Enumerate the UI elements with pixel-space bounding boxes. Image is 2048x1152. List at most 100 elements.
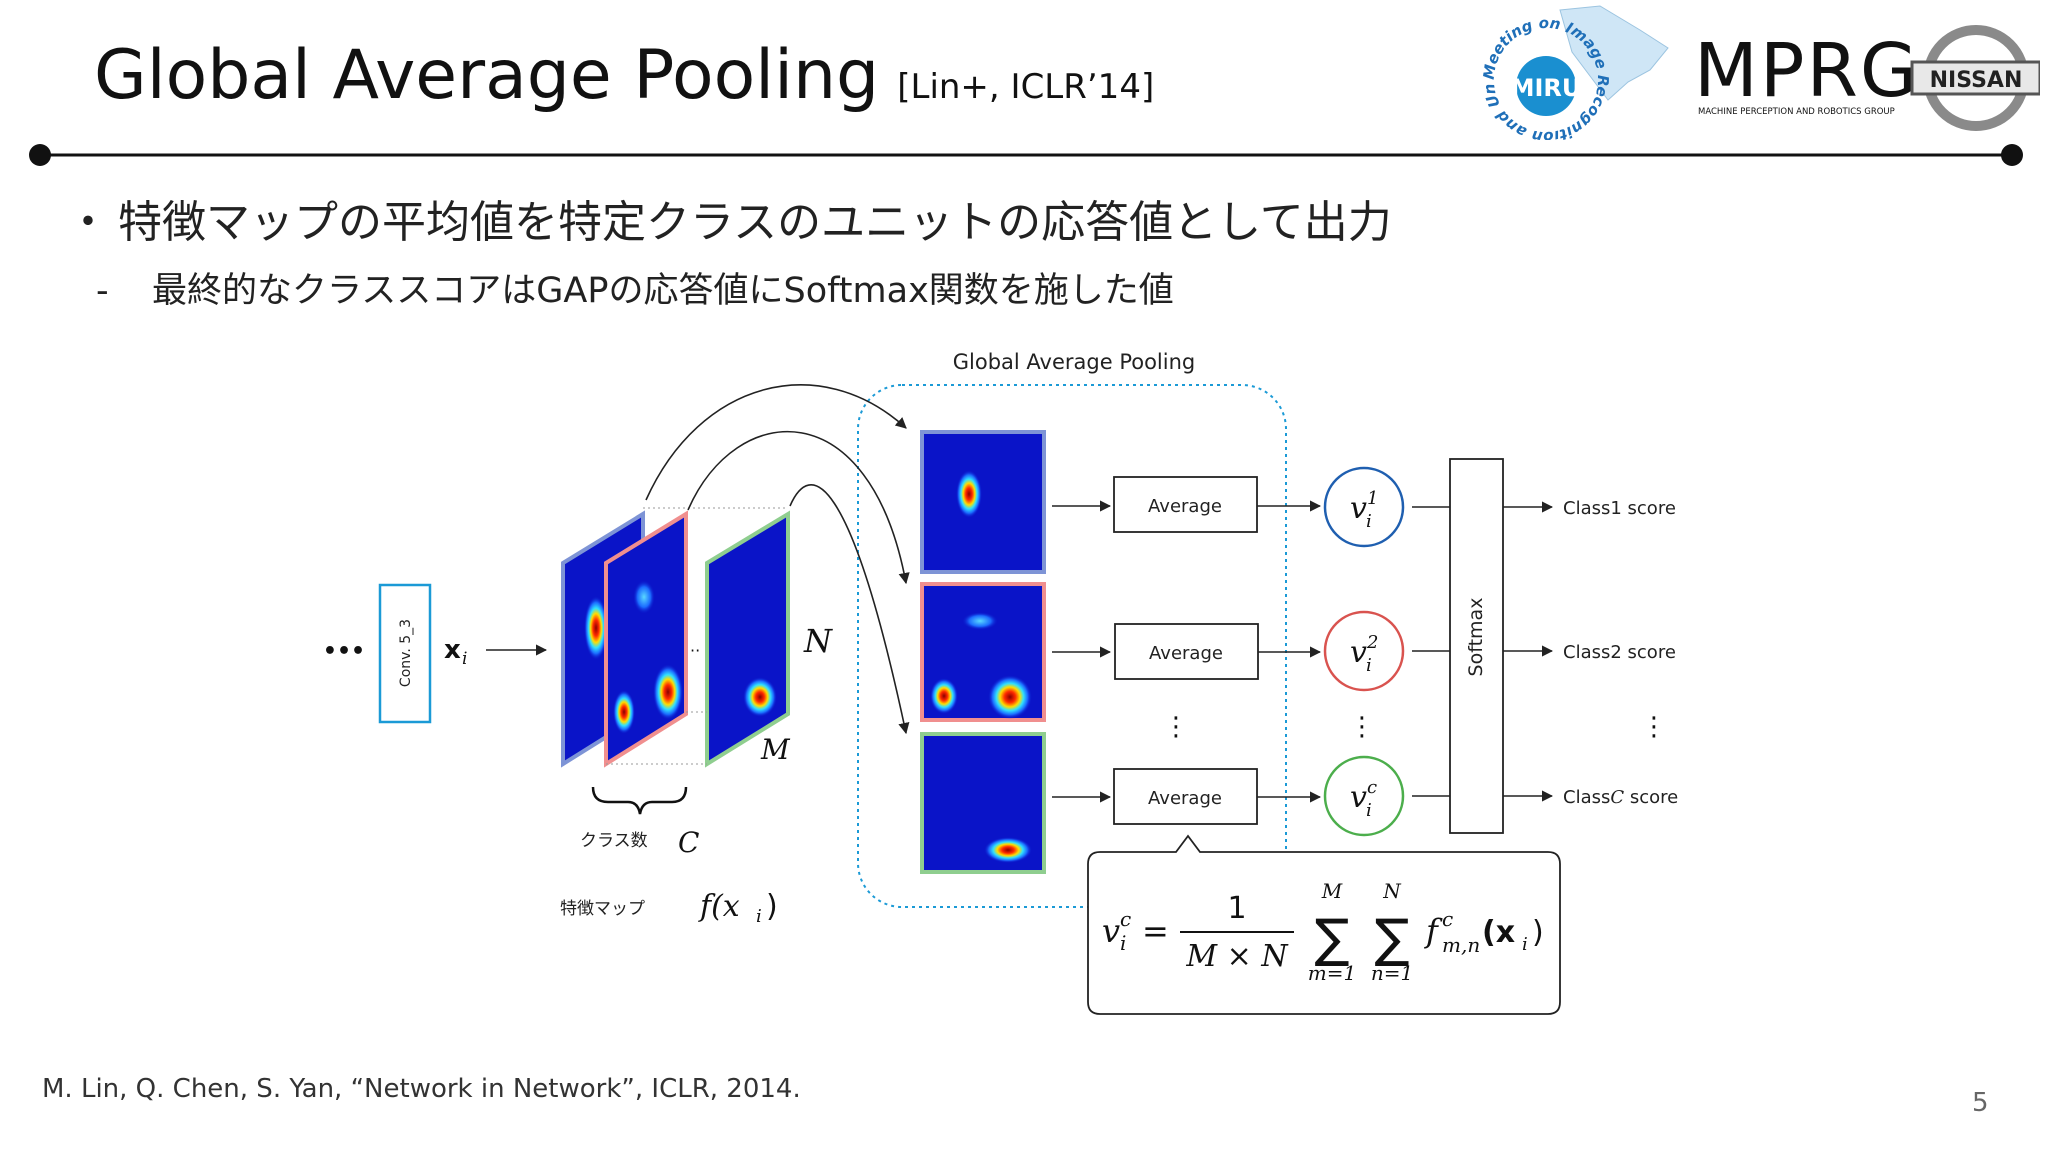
unit-v2-sub: i <box>1366 655 1372 676</box>
gap-map-1 <box>920 430 1046 574</box>
mprg-subtext: MACHINE PERCEPTION AND ROBOTICS GROUP <box>1698 107 1895 117</box>
formula-lhs-sub: i <box>1120 931 1126 955</box>
title-reference: [Lin+, ICLR’14] <box>897 67 1155 107</box>
feature-function-close: ) <box>766 889 778 924</box>
conv-layer-box <box>378 583 432 724</box>
curve-arrow-2 <box>687 430 910 585</box>
unit-v1-main: v <box>1350 491 1367 526</box>
class-score-1: Class1 score <box>1563 498 1676 519</box>
sum1-upper: M <box>1321 879 1343 903</box>
class-score-2: Class2 score <box>1563 642 1676 663</box>
unit-v2 <box>1323 610 1405 692</box>
unit-v2-sup: 2 <box>1366 632 1378 653</box>
input-x: x <box>444 635 461 665</box>
unit-vc-sup: c <box>1367 777 1377 798</box>
unit-v1 <box>1323 466 1405 548</box>
formula-term-sub: m,n <box>1442 933 1480 957</box>
average-box-1 <box>1113 476 1258 533</box>
title-main: Global Average Pooling <box>94 36 880 115</box>
unit-vc-main: v <box>1350 780 1367 815</box>
feature-map-label: 特徴マップ <box>560 899 645 919</box>
rule-right-dot <box>2001 144 2023 166</box>
mprg-text: MPRG <box>1694 28 1919 114</box>
heat-spot <box>633 580 655 614</box>
gap-map-2 <box>920 582 1046 722</box>
sum2-sigma: ∑ <box>1374 909 1409 969</box>
heat-spot <box>956 470 982 518</box>
feature-function: f(x <box>698 889 740 924</box>
heat-spot <box>930 678 958 714</box>
label-C: C <box>678 826 699 859</box>
gap-label: Global Average Pooling <box>953 350 1196 374</box>
class-score-c: ClassC score <box>1563 787 1678 808</box>
formula-callout <box>1087 834 1561 1015</box>
label-M: M <box>760 733 791 766</box>
label-N: N <box>803 622 833 660</box>
unit-vc-sub: i <box>1366 800 1372 821</box>
maps-ellipsis: ·· <box>690 641 700 660</box>
heat-spot <box>653 664 683 720</box>
bullet-text: 特徴マップの平均値を特定クラスのユニットの応答値として出力 <box>118 197 1392 248</box>
page-number: 5 <box>1972 1088 1989 1118</box>
formula-lhs-sup: c <box>1120 907 1131 931</box>
formula-term-arg: (x <box>1482 915 1515 950</box>
nissan-logo: NISSAN <box>1910 25 2040 131</box>
bullet-level1: ・特徴マップの平均値を特定クラスのユニットの応答値として出力 <box>66 186 1392 250</box>
class-count-label: クラス数 <box>580 831 648 851</box>
miru-text: MIRU <box>1511 74 1582 102</box>
unit-vc <box>1323 755 1405 837</box>
leading-ellipsis: ••• <box>323 639 365 664</box>
gap-region <box>857 384 1287 908</box>
feature-function-sub: i <box>756 906 762 927</box>
feature-map-red <box>604 510 688 768</box>
formula-denominator: M × N <box>1185 939 1289 974</box>
formula-equals: = <box>1142 912 1169 950</box>
average-box-2 <box>1114 623 1259 680</box>
mprg-logo: MPRG MACHINE PERCEPTION AND ROBOTICS GRO… <box>1694 28 1919 117</box>
formula-term-close: ) <box>1532 915 1544 950</box>
unit-v1-sub: i <box>1366 511 1372 532</box>
title-rule <box>29 144 2023 166</box>
logos: MIRU Meeting on Image Recognition and Un… <box>1470 0 2040 140</box>
heat-spot <box>962 612 998 630</box>
sub-bullet-marker: - <box>96 271 109 311</box>
formula-term-arg-sub: i <box>1522 934 1528 955</box>
heat-spot <box>584 596 608 660</box>
nissan-text: NISSAN <box>1930 68 2023 93</box>
sum1-lower: m=1 <box>1308 961 1356 985</box>
formula-numerator: 1 <box>1227 891 1246 926</box>
softmax-label: Softmax <box>1465 598 1487 677</box>
heat-spot <box>613 690 635 734</box>
formula-term-sup: c <box>1442 907 1453 931</box>
heat-spot <box>988 675 1032 719</box>
average-label-1: Average <box>1148 496 1222 517</box>
rule-left-dot <box>29 144 51 166</box>
average-label-3: Average <box>1148 788 1222 809</box>
feature-map-green <box>705 510 790 768</box>
input-x-sub: i <box>462 649 467 669</box>
bullet-level2: - 最終的なクラススコアはGAPの応答値にSoftmax関数を施した値 <box>96 262 1174 313</box>
bullet-marker: ・ <box>66 197 110 248</box>
class-brace <box>591 786 688 815</box>
sum2-upper: N <box>1382 879 1402 903</box>
curve-arrow-3 <box>789 484 910 735</box>
sum1-sigma: ∑ <box>1314 909 1349 969</box>
formula-lhs: v <box>1102 912 1120 950</box>
gap-map-3 <box>920 732 1046 874</box>
heat-spot <box>984 837 1032 863</box>
curve-arrow-1 <box>645 384 907 501</box>
vdots-average: ⋮ <box>1163 712 1189 742</box>
feature-map-stack: ·· <box>561 507 790 768</box>
sum2-lower: n=1 <box>1371 961 1413 985</box>
conv-layer-label: Conv. 5_3 <box>398 619 414 687</box>
citation: M. Lin, Q. Chen, S. Yan, “Network in Net… <box>42 1074 801 1104</box>
heat-spot <box>743 677 777 717</box>
vdots-units: ⋮ <box>1349 712 1375 742</box>
softmax-box <box>1449 458 1504 834</box>
slide-title: Global Average Pooling [Lin+, ICLR’14] <box>94 36 1154 115</box>
vdots-scores: ⋮ <box>1641 712 1667 742</box>
sub-bullet-text: 最終的なクラススコアはGAPの応答値にSoftmax関数を施した値 <box>152 271 1174 311</box>
unit-v1-sup: 1 <box>1367 488 1378 509</box>
average-label-2: Average <box>1149 643 1223 664</box>
